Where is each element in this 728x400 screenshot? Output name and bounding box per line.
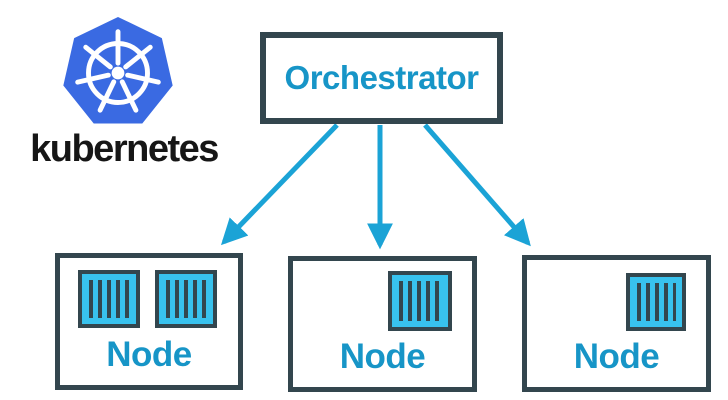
helm-wheel: [75, 29, 161, 113]
node-label: Node: [339, 337, 426, 376]
node-box-2: Node: [288, 256, 477, 392]
arrow-right: [423, 123, 531, 247]
kubernetes-wordmark: kubernetes: [30, 128, 219, 170]
container-stripes: [399, 281, 442, 321]
node-box-3: Node: [522, 255, 711, 392]
container-stripes: [637, 283, 676, 321]
container-stripes: [89, 280, 130, 318]
orchestrator-box: Orchestrator: [260, 32, 503, 124]
container-icon: [78, 270, 140, 328]
helm-hub: [111, 66, 125, 80]
kubernetes-helm-wheel-icon: [63, 16, 173, 124]
orchestrator-label: Orchestrator: [284, 59, 479, 96]
container-icon: [155, 270, 217, 328]
container-icon: [388, 271, 452, 331]
node-label: Node: [106, 335, 192, 374]
container-icon: [626, 273, 686, 331]
arrow-left: [220, 123, 339, 246]
node-label: Node: [573, 337, 660, 376]
container-stripes: [166, 280, 207, 318]
node-box-1: Node: [55, 253, 243, 390]
